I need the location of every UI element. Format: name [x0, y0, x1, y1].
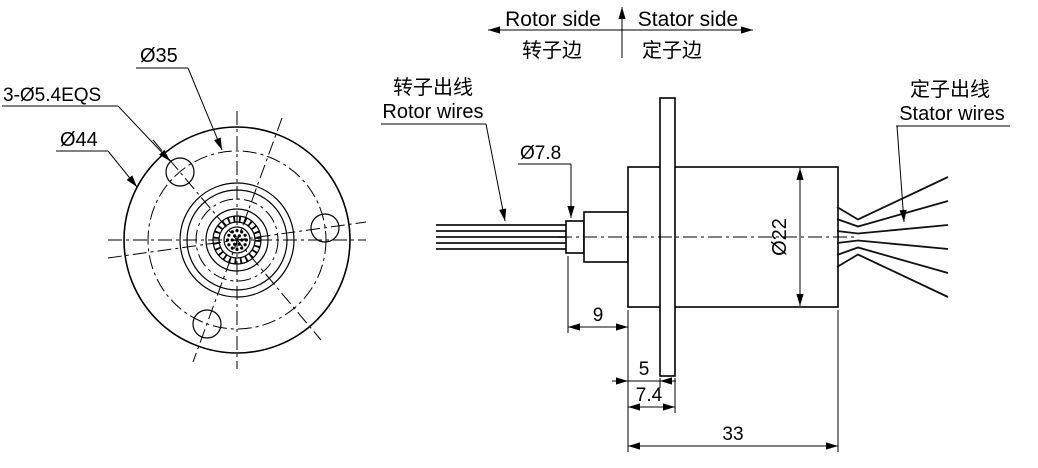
flange-outer-circle: [123, 126, 351, 354]
wire-bundle-dots: [226, 229, 248, 251]
stator-side-label-zh: 定子边: [642, 39, 702, 62]
rotor-wires-label-zh: 转子出线: [393, 76, 473, 99]
stator-side-label-en: Stator side: [638, 8, 738, 31]
stator-wire: [836, 200, 949, 228]
side-indicator: Rotor side Stator side 转子边 定子边: [488, 7, 753, 62]
stator-wire: [836, 253, 949, 298]
wire-bore-circle: [223, 226, 251, 254]
hub-circle-1: [205, 208, 269, 272]
stator-wire: [836, 246, 949, 274]
mounting-hole: [165, 157, 195, 187]
stator-wires-label-zh: 定子出线: [910, 78, 990, 101]
side-view: Rotor side Stator side 转子边 定子边: [381, 7, 1010, 452]
stator-wire: [836, 239, 949, 250]
stator-wire: [836, 176, 949, 221]
rotor-side-label-en: Rotor side: [505, 8, 601, 31]
front-view: Ø35 3-Ø5.4EQS Ø44: [2, 45, 367, 369]
dim-flange-face-label: 5: [639, 359, 650, 380]
dim-bolt-circle-label: Ø35: [140, 45, 178, 67]
body-circle-outer: [179, 182, 295, 298]
rotor-side-label-zh: 转子边: [522, 39, 582, 62]
dim-shaft-len-label: 9: [593, 305, 604, 326]
dim-body-dia-label: Ø22: [769, 218, 791, 256]
stator-wire: [836, 224, 949, 235]
body-circle-inner: [186, 189, 288, 291]
mounting-hole: [310, 213, 340, 243]
reference-circle: [195, 198, 279, 282]
rotor-wires-leader: [485, 123, 507, 222]
rotor-wires: [436, 224, 572, 250]
holes-callout-label: 3-Ø5.4EQS: [3, 85, 101, 106]
stator-wires-label-en: Stator wires: [899, 103, 1005, 125]
dim-flange-back-label: 7.4: [636, 385, 663, 406]
rotor-wires-label-en: Rotor wires: [382, 101, 483, 123]
hub-circle-3: [218, 221, 256, 259]
bolt-circle: [147, 150, 327, 330]
dim-bolt-circle-leader: [187, 67, 223, 151]
dim-outer-leader: [107, 150, 138, 188]
mounting-hole: [192, 309, 222, 339]
stator-wires: [836, 176, 949, 298]
hatch-ring: [213, 216, 261, 264]
stator-wires-leader: [896, 125, 907, 223]
holes-callout-leader: [117, 105, 171, 162]
dim-outer-label: Ø44: [60, 129, 98, 151]
dim-shaft-dia-label: Ø7.8: [520, 143, 561, 164]
dim-body-len-label: 33: [722, 424, 743, 445]
